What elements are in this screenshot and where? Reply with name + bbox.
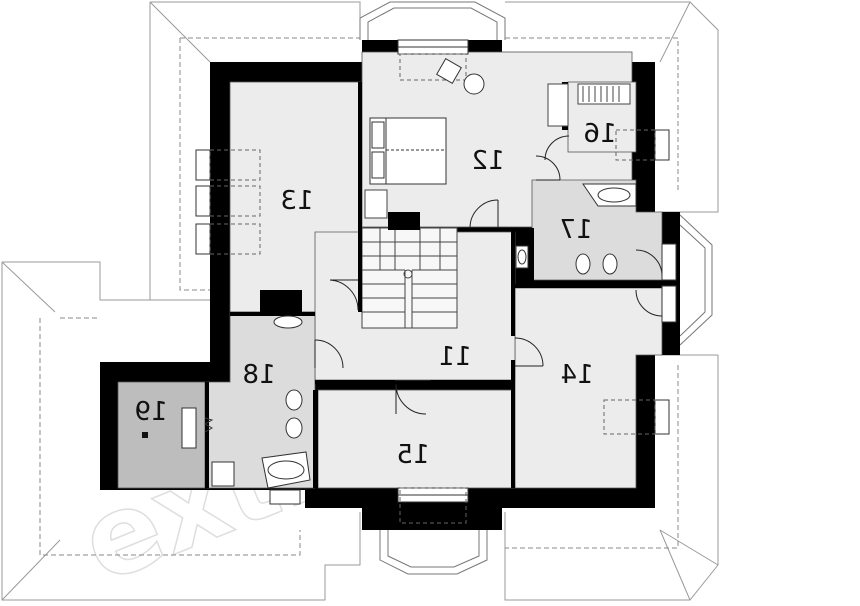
bay-window-bottom [379, 528, 488, 575]
room-label-11: 11 [438, 342, 471, 372]
staircase [361, 227, 458, 329]
storage-marker [142, 432, 148, 438]
room-label-16: 16 [583, 119, 616, 149]
bay-window-top [359, 1, 506, 40]
roof-outline [1, 1, 719, 601]
chair-and-table [436, 58, 485, 95]
room-label-18: 18 [242, 360, 275, 390]
bay-window-right [679, 214, 713, 346]
room-label-19: 19 [134, 397, 167, 427]
wardrobe [547, 83, 631, 127]
window-sills [209, 53, 656, 524]
room-label-12: 12 [471, 146, 504, 176]
room-label-17: 17 [559, 215, 592, 245]
room-labels: 11 12 13 14 15 16 17 18 19 [134, 119, 616, 470]
desk [364, 189, 388, 219]
eaves-lines [39, 37, 679, 556]
bed [369, 117, 447, 185]
bathroom-18-fixtures [203, 315, 311, 489]
bathroom-17-fixtures [515, 183, 637, 275]
windows [181, 39, 677, 505]
room-label-15: 15 [396, 440, 429, 470]
room-label-14: 14 [560, 360, 593, 390]
room-label-13: 13 [280, 186, 313, 216]
